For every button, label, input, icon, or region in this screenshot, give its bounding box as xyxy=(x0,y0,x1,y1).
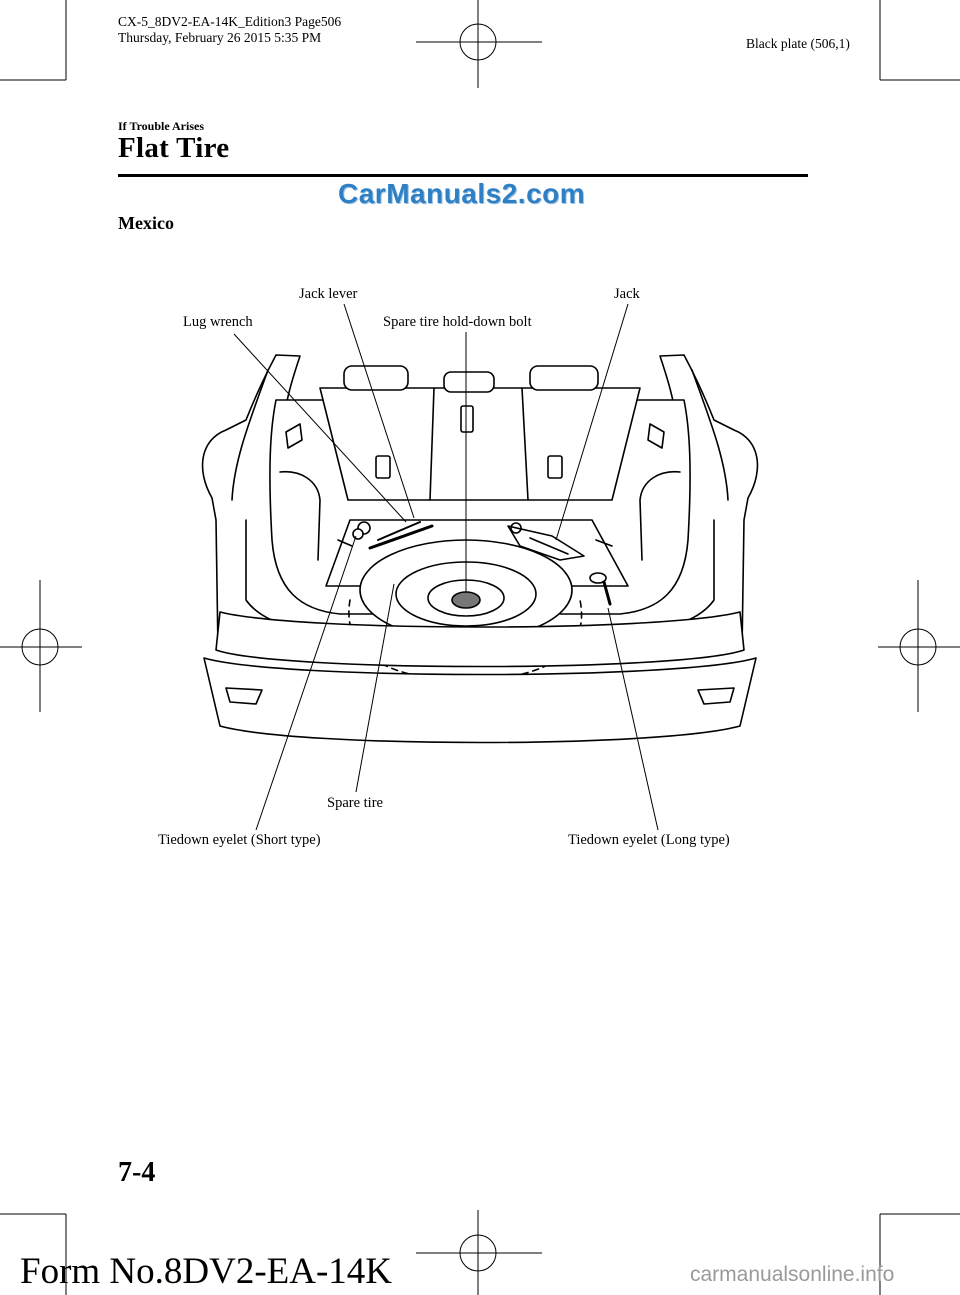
site-watermark: carmanualsonline.info xyxy=(690,1263,895,1286)
black-plate-label: Black plate (506,1) xyxy=(746,36,850,51)
label-eyelet-short: Tiedown eyelet (Short type) xyxy=(158,832,321,848)
leader-lines xyxy=(233,303,659,831)
page-number: 7-4 xyxy=(118,1157,156,1188)
label-eyelet-long: Tiedown eyelet (Long type) xyxy=(568,832,730,848)
subheading: Mexico xyxy=(118,213,174,233)
label-jack-lever: Jack lever xyxy=(299,286,358,302)
header-line-1: CX-5_8DV2-EA-14K_Edition3 Page506 xyxy=(118,14,342,29)
cargo-area-illustration xyxy=(201,354,759,744)
title-rule xyxy=(118,174,808,177)
form-number: Form No.8DV2-EA-14K xyxy=(20,1251,393,1292)
label-hold-down-bolt: Spare tire hold-down bolt xyxy=(383,314,532,330)
label-lug-wrench: Lug wrench xyxy=(183,314,253,330)
label-spare-tire: Spare tire xyxy=(327,795,383,811)
watermark-logo: CarManuals2.com xyxy=(338,178,586,209)
header-line-2: Thursday, February 26 2015 5:35 PM xyxy=(118,30,322,45)
page-title: Flat Tire xyxy=(118,132,230,164)
section-label: If Trouble Arises xyxy=(118,119,205,133)
label-jack: Jack xyxy=(614,286,640,302)
print-header: CX-5_8DV2-EA-14K_Edition3 Page506 Thursd… xyxy=(118,14,341,46)
